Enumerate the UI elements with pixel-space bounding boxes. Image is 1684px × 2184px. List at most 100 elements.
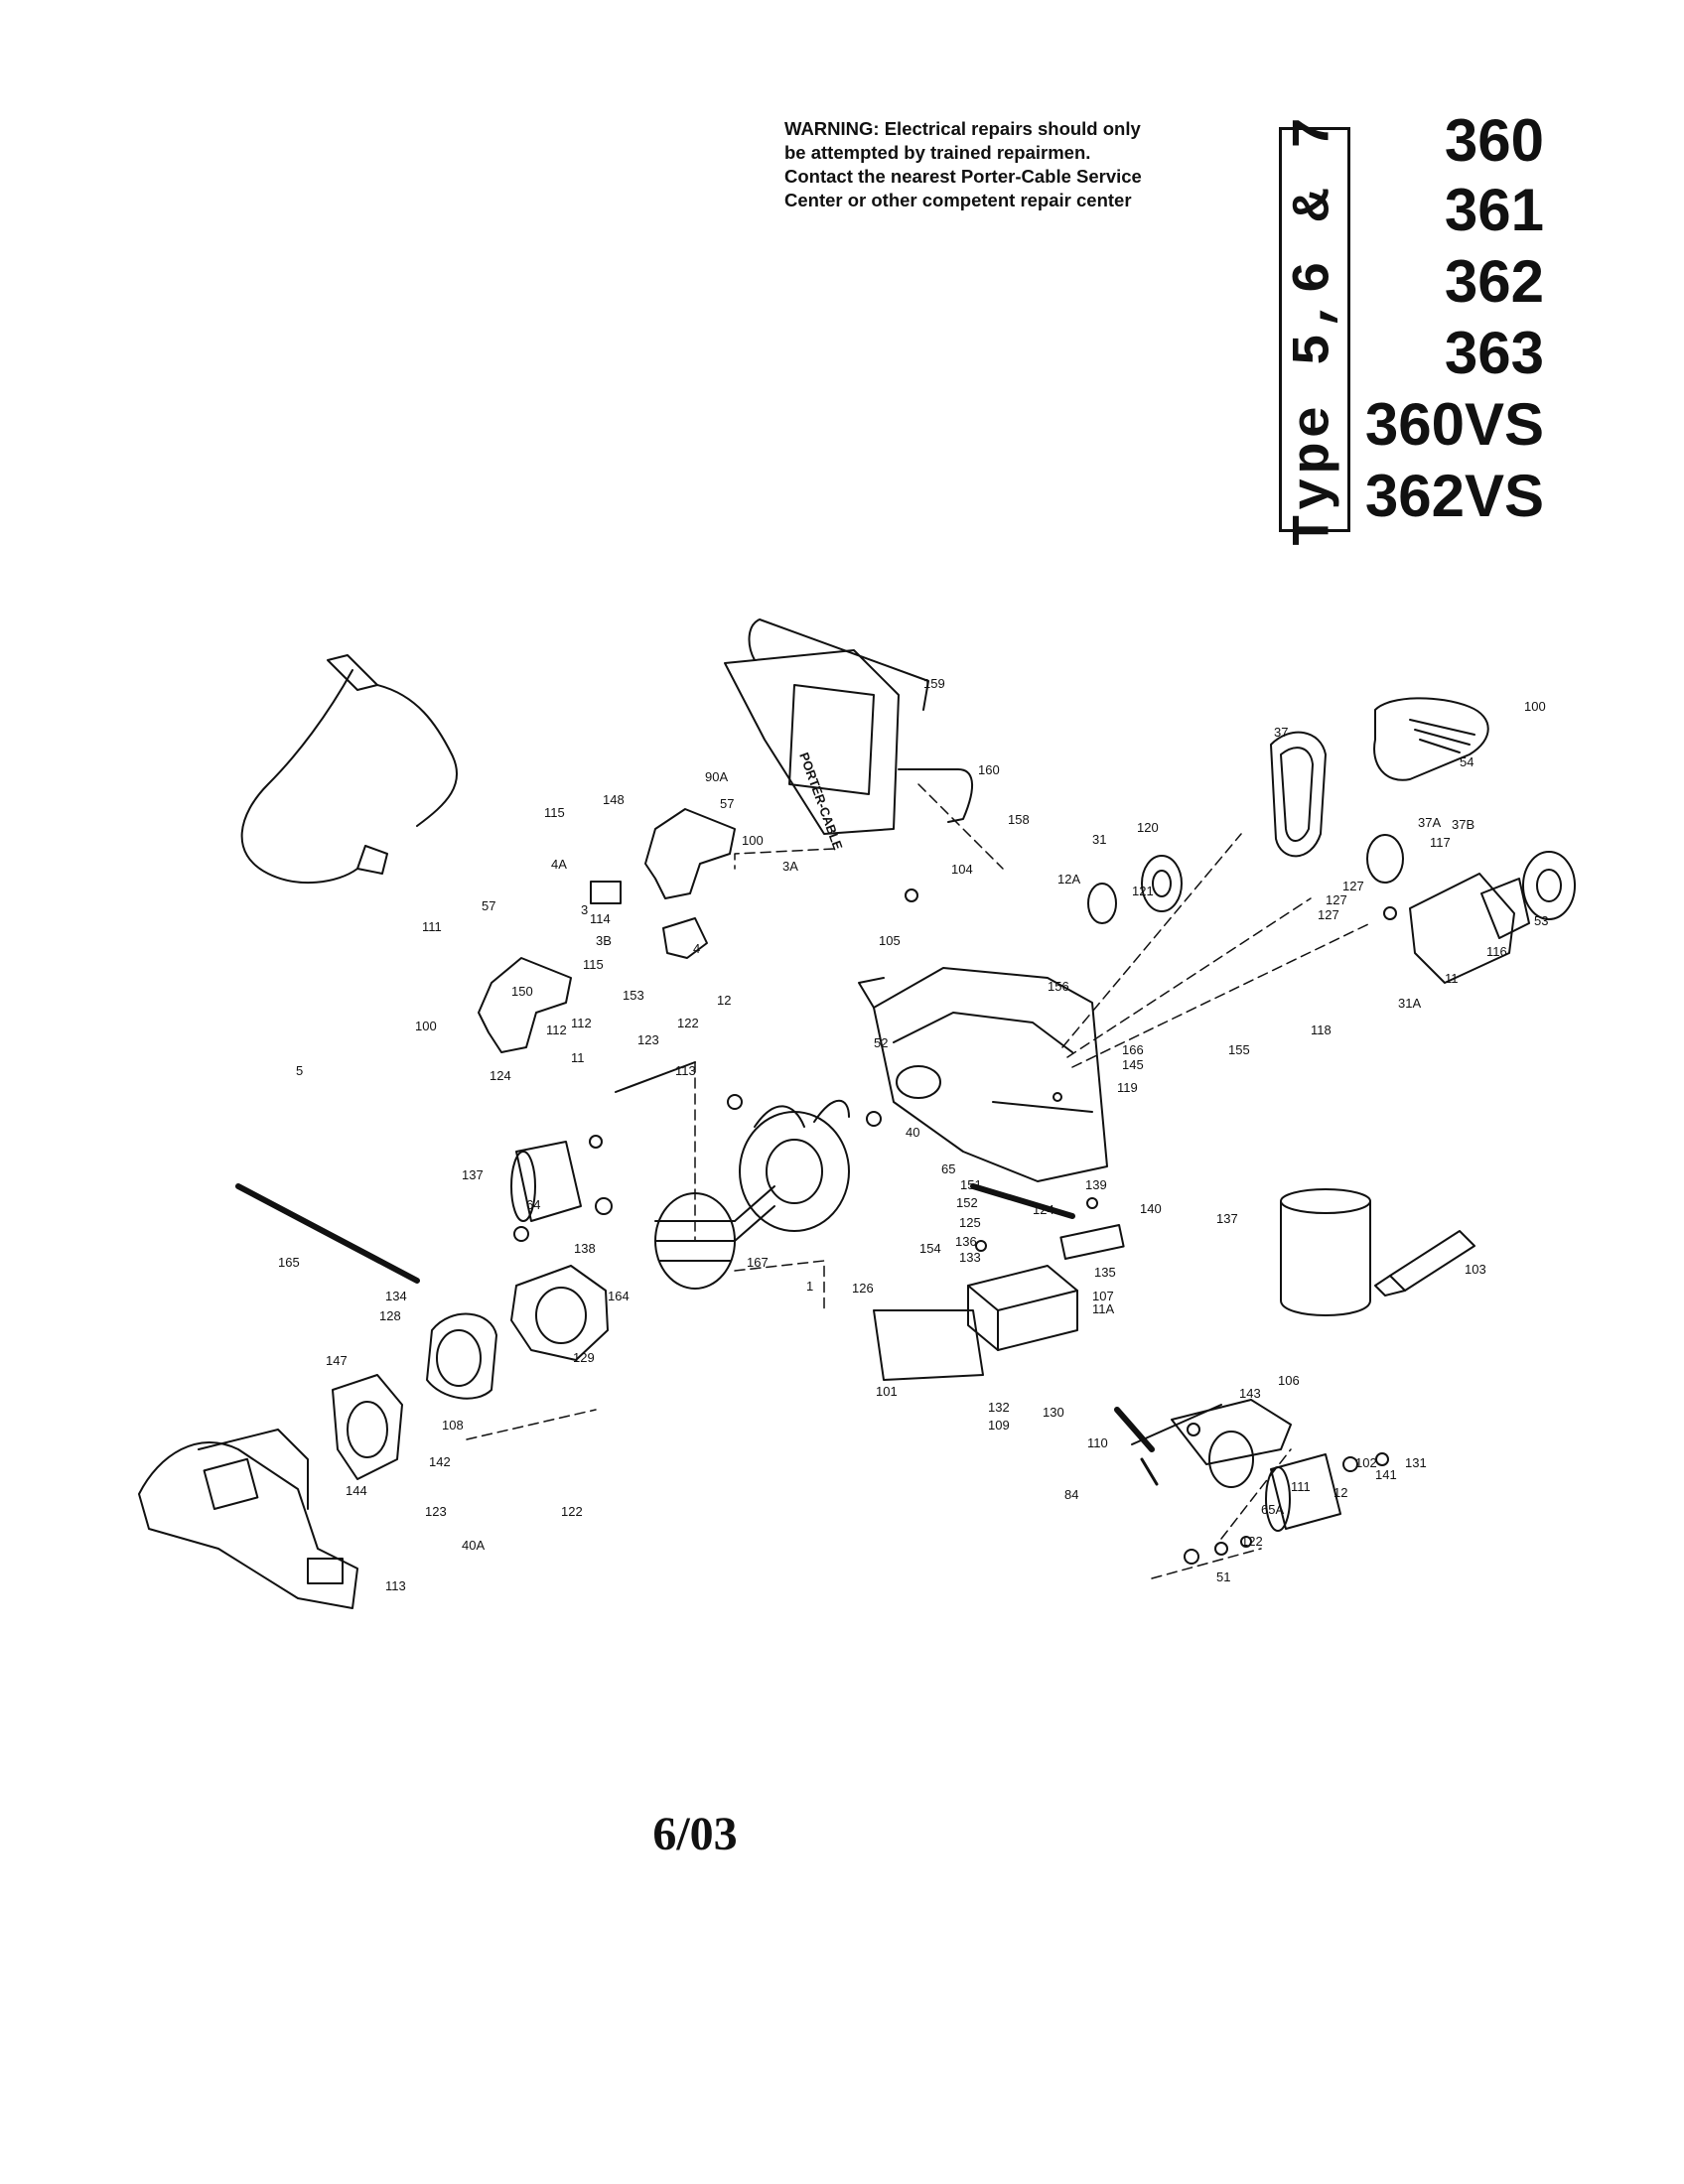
part-number-label: 3A: [782, 859, 798, 874]
warning-notice: WARNING: Electrical repairs should only …: [784, 117, 1221, 212]
part-number-label: 141: [1375, 1467, 1397, 1482]
part-number-label: 119: [1117, 1080, 1138, 1095]
part-number-label: 101: [876, 1384, 898, 1399]
platen: [970, 1183, 1075, 1219]
part-number-label: 135: [1094, 1265, 1116, 1280]
revision-date: 6/03: [652, 1808, 738, 1860]
armature: [654, 1185, 775, 1290]
fan-housing: [510, 1265, 609, 1361]
part-number-label: 131: [1405, 1455, 1427, 1470]
part-number-label: 154: [919, 1241, 941, 1256]
model-number: 363: [1444, 320, 1544, 386]
type-box: Type 5,6 & 7: [1279, 113, 1350, 546]
part-number-label: 160: [978, 762, 1000, 777]
switch-box: [967, 1265, 1078, 1351]
spring: [1114, 1407, 1155, 1452]
part-number-label: 102: [1355, 1455, 1377, 1470]
part-number-label: 115: [583, 957, 604, 972]
part-number-label: 100: [415, 1019, 437, 1033]
motor-field: [739, 1099, 850, 1232]
part-number-label: 138: [574, 1241, 596, 1256]
part-number-label: 123: [425, 1504, 447, 1519]
part-number-label: 104: [951, 862, 973, 877]
cover-plate: [1059, 1224, 1125, 1260]
part-number-label: 65A: [1261, 1502, 1284, 1517]
belt-guard: [1373, 697, 1489, 781]
part-number-label: 139: [1085, 1177, 1107, 1192]
pulley-drum: [510, 1141, 1341, 1532]
part-number-label: 123: [637, 1032, 659, 1047]
part-number-label: 53: [1534, 913, 1548, 928]
switch-block: [662, 917, 708, 959]
part-number-label: 4: [693, 941, 700, 956]
part-number-label: 118: [1311, 1023, 1332, 1037]
part-number-label: 151: [960, 1177, 982, 1192]
part-number-label: 100: [742, 833, 764, 848]
part-number-label: 156: [1048, 979, 1069, 994]
model-number: 360: [1444, 107, 1544, 174]
brush-holder: [590, 881, 622, 904]
part-number-label: 133: [959, 1250, 981, 1265]
part-number-label: 11A: [1092, 1301, 1114, 1316]
warning-label: WARNING:: [784, 118, 880, 139]
part-number-label: 5: [296, 1063, 303, 1078]
part-number-label: 64: [526, 1197, 540, 1212]
gear-cover: [1409, 873, 1515, 984]
part-number-label: 103: [1465, 1262, 1486, 1277]
part-number-label: 12: [717, 993, 731, 1008]
part-number-label: 132: [988, 1400, 1010, 1415]
part-number-label: 127: [1326, 892, 1347, 907]
part-number-label: 164: [608, 1289, 630, 1303]
warning-line-2: be attempted by trained repairmen.: [784, 142, 1091, 163]
part-number-label: 3B: [596, 933, 612, 948]
part-number-label: 128: [379, 1308, 401, 1323]
part-number-label: 106: [1278, 1373, 1300, 1388]
part-number-label: 111: [422, 919, 442, 934]
part-number-label: 134: [385, 1289, 407, 1303]
washer: [513, 888, 1397, 1565]
part-number-label: 155: [1228, 1042, 1250, 1057]
part-number-label: 127: [1342, 879, 1364, 893]
part-number-label: 40A: [462, 1538, 485, 1553]
part-number-label: 84: [1064, 1487, 1078, 1502]
part-number-label: 124: [1033, 1202, 1054, 1217]
part-number-label: 129: [573, 1350, 595, 1365]
part-number-label: 37: [1274, 725, 1288, 740]
part-number-label: 144: [346, 1483, 367, 1498]
model-number: 362VS: [1364, 463, 1544, 529]
part-number-label: 112: [546, 1023, 567, 1037]
part-number-label: 54: [1460, 754, 1474, 769]
part-number-label: 120: [1137, 820, 1159, 835]
part-number-label: 114: [590, 911, 611, 926]
part-number-label: 31A: [1398, 996, 1421, 1011]
part-number-label: 115: [544, 805, 565, 820]
part-number-label: 109: [988, 1418, 1010, 1433]
part-number-label: 153: [623, 988, 644, 1003]
model-number: 362: [1444, 248, 1544, 315]
part-number-label: 3: [581, 902, 588, 917]
part-number-label: 110: [1087, 1435, 1108, 1450]
end-plate: [332, 1374, 403, 1480]
part-number-label: 11: [1445, 971, 1459, 986]
part-number-label: 100: [1524, 699, 1546, 714]
part-number-label: 112: [571, 1016, 592, 1030]
part-number-label: 113: [385, 1578, 406, 1593]
power-cord: [240, 654, 458, 885]
belt-plate: [873, 1309, 984, 1381]
part-number-label: 167: [747, 1255, 769, 1270]
part-number-label: 65: [941, 1161, 955, 1176]
part-number-label: 113: [675, 1063, 696, 1078]
part-number-label: 52: [874, 1035, 888, 1050]
part-number-label: 122: [1241, 1534, 1263, 1549]
dust-bag: [724, 618, 974, 835]
part-number-label: 150: [511, 984, 533, 999]
part-number-label: 51: [1216, 1570, 1230, 1584]
baffle: [426, 1312, 497, 1400]
part-number-label: 137: [1216, 1211, 1238, 1226]
warning-line-4: Center or other competent repair center: [784, 190, 1132, 210]
part-number-label: 116: [1486, 944, 1507, 959]
part-number-label: 158: [1008, 812, 1030, 827]
part-number-label: 137: [462, 1167, 484, 1182]
